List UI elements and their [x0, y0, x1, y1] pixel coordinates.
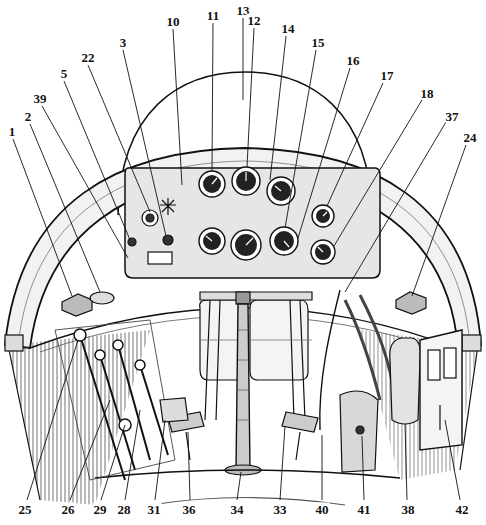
callout-number: 42 [455, 503, 470, 516]
callout-number: 33 [273, 503, 288, 516]
callout-number: 28 [117, 503, 132, 516]
callout-number: 41 [357, 503, 372, 516]
callout-number: 16 [346, 54, 361, 67]
callout-number: 29 [93, 503, 108, 516]
callout-number: 34 [230, 503, 245, 516]
callout-number: 25 [18, 503, 33, 516]
callout-number: 37 [445, 110, 460, 123]
callout-number: 14 [281, 22, 296, 35]
callout-number: 39 [33, 92, 48, 105]
callout-number: 24 [463, 131, 478, 144]
callout-number: 12 [247, 14, 262, 27]
callout-number: 15 [311, 36, 326, 49]
callout-number: 26 [61, 503, 76, 516]
callout-number: 40 [315, 503, 330, 516]
callout-number: 36 [182, 503, 197, 516]
callout-number: 5 [60, 67, 69, 80]
callout-number: 31 [147, 503, 162, 516]
callout-number: 2 [24, 110, 33, 123]
callout-number: 11 [206, 9, 220, 22]
callout-number: 1 [8, 125, 17, 138]
callout-number: 3 [119, 36, 128, 49]
callout-number: 38 [401, 503, 416, 516]
callout-number: 18 [420, 87, 435, 100]
callout-number: 10 [166, 15, 181, 28]
callout-number: 17 [380, 69, 395, 82]
callout-number: 22 [81, 51, 96, 64]
